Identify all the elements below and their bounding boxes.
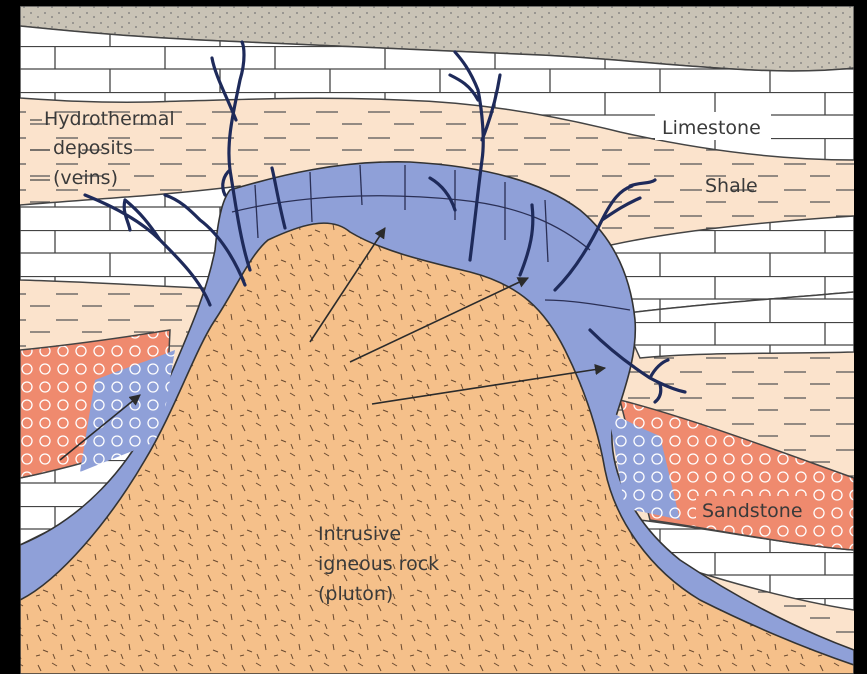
label-limestone: Limestone — [655, 112, 771, 140]
svg-text:Shale: Shale — [705, 175, 758, 197]
svg-text:Hydrothermal: Hydrothermal — [44, 108, 175, 130]
svg-text:igneous rock: igneous rock — [318, 553, 439, 575]
svg-text:deposits: deposits — [53, 137, 133, 159]
label-shale: Shale — [705, 175, 758, 197]
svg-text:(pluton): (pluton) — [318, 583, 393, 605]
svg-text:(veins): (veins) — [53, 167, 118, 189]
svg-text:Sandstone: Sandstone — [702, 500, 803, 522]
label-sandstone: Sandstone — [696, 496, 811, 522]
svg-text:Intrusive: Intrusive — [318, 523, 401, 545]
svg-text:Limestone: Limestone — [662, 117, 761, 139]
